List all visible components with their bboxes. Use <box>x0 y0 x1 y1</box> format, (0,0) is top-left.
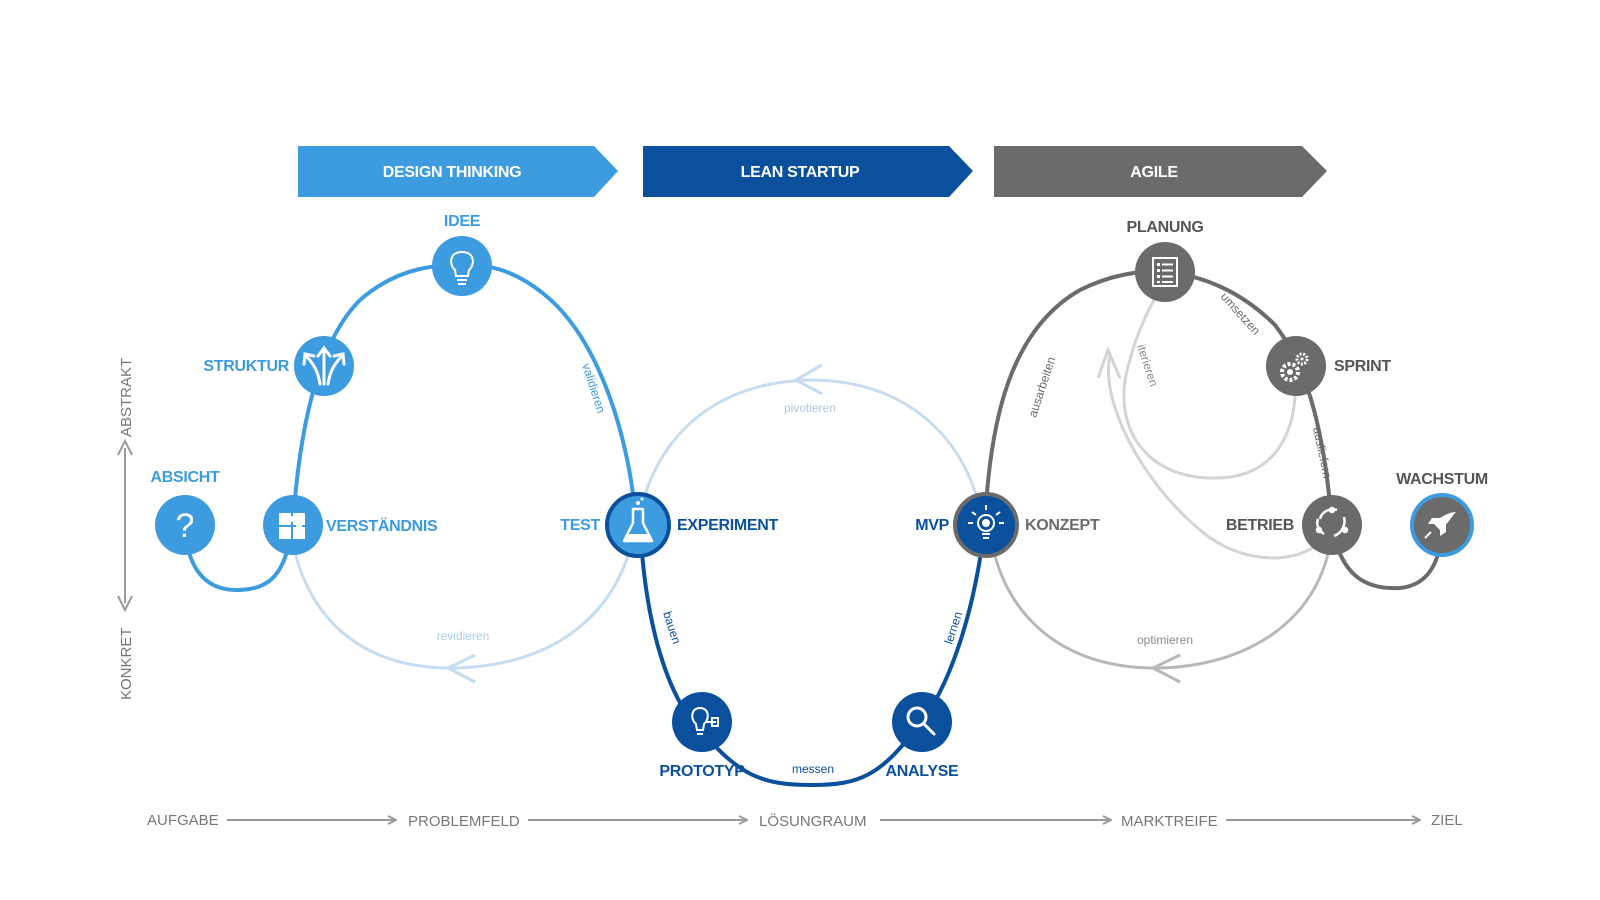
banner-design-thinking: DESIGN THINKING <box>298 146 618 197</box>
edge-ausliefern: ausliefern <box>1310 426 1335 480</box>
node-struktur[interactable]: STRUKTUR <box>203 336 354 396</box>
edge-pivotieren: pivotieren <box>784 401 836 415</box>
edge-messen: messen <box>792 762 834 776</box>
edge-iterieren: iterieren <box>1134 343 1161 389</box>
edge-ausarbeiten: ausarbeiten <box>1026 355 1059 419</box>
bulb-plug-icon <box>691 706 719 735</box>
gears-icon <box>1280 352 1309 382</box>
lightbulb-icon <box>450 250 474 285</box>
lean-startup-loop <box>638 522 987 788</box>
stage-marktreife: MARKTREIFE <box>1121 813 1218 830</box>
banner-design-label: DESIGN THINKING <box>383 164 522 181</box>
iterieren-arrowhead <box>1096 345 1122 379</box>
label-idee: IDEE <box>444 213 481 230</box>
stage-loesungraum: LÖSUNGRAUM <box>759 812 867 830</box>
agile-loop <box>983 269 1444 591</box>
label-experiment: EXPERIMENT <box>677 517 779 534</box>
cycle-icon <box>1315 506 1349 538</box>
design-thinking-loop <box>183 262 638 593</box>
vertical-axis: ABSTRAKT KONKRET <box>117 358 135 700</box>
node-absicht[interactable]: ? ABSICHT <box>150 469 220 555</box>
stage-axis: AUFGABE PROBLEMFELD LÖSUNGRAUM MARKTREIF… <box>147 812 1463 830</box>
node-konzept[interactable]: MVP KONZEPT <box>915 492 1100 558</box>
magnifier-icon <box>906 706 936 736</box>
label-mvp: MVP <box>915 517 949 534</box>
node-experiment[interactable]: TEST EXPERIMENT <box>560 492 779 558</box>
optimieren-arrowhead <box>1149 653 1181 684</box>
edge-revidieren: revidieren <box>437 629 490 643</box>
label-betrieb: BETRIEB <box>1226 517 1294 534</box>
label-wachstum: WACHSTUM <box>1396 471 1488 488</box>
stage-ziel: ZIEL <box>1431 812 1463 829</box>
label-verstaendnis: VERSTÄNDNIS <box>326 517 438 535</box>
stage-aufgabe: AUFGABE <box>147 812 219 829</box>
axis-konkret: KONKRET <box>118 627 135 700</box>
label-planung: PLANUNG <box>1126 219 1203 236</box>
optimieren-loop <box>988 529 1334 670</box>
node-betrieb[interactable]: BETRIEB <box>1226 495 1362 555</box>
axis-abstrakt: ABSTRAKT <box>118 358 135 437</box>
stage-problemfeld: PROBLEMFELD <box>408 813 520 830</box>
node-idee[interactable]: IDEE <box>432 213 492 296</box>
node-prototyp[interactable]: PROTOTYP <box>659 692 746 780</box>
iterieren-loop-inner <box>1122 279 1298 480</box>
diverging-arrows-icon <box>302 345 346 386</box>
puzzle-icon <box>279 513 305 539</box>
node-analyse[interactable]: ANALYSE <box>886 692 960 780</box>
banner-agile-label: AGILE <box>1130 164 1178 181</box>
shining-bulb-icon <box>968 505 1004 539</box>
banner-lean-label: LEAN STARTUP <box>741 164 860 181</box>
label-analyse: ANALYSE <box>886 763 960 780</box>
label-sprint: SPRINT <box>1334 358 1391 375</box>
checklist-icon <box>1152 257 1178 287</box>
node-sprint[interactable]: SPRINT <box>1266 336 1392 396</box>
pivotieren-arrowhead <box>792 363 823 396</box>
edge-bauen: bauen <box>660 610 684 646</box>
label-test: TEST <box>560 517 600 534</box>
banner-lean-startup: LEAN STARTUP <box>643 146 973 197</box>
iterieren-loop-outer <box>1107 354 1337 560</box>
edge-validieren: validieren <box>579 362 608 415</box>
node-verstaendnis[interactable]: VERSTÄNDNIS <box>263 495 438 555</box>
revidieren-loop <box>288 522 638 670</box>
revidieren-arrowhead <box>444 653 476 684</box>
label-prototyp: PROTOTYP <box>659 763 745 780</box>
label-absicht: ABSICHT <box>150 469 220 486</box>
label-konzept: KONZEPT <box>1025 517 1100 534</box>
edge-optimieren: optimieren <box>1137 633 1193 647</box>
question-icon: ? <box>176 507 195 545</box>
rocket-icon <box>1424 512 1456 539</box>
label-struktur: STRUKTUR <box>203 358 289 375</box>
flask-icon <box>622 497 654 543</box>
banner-agile: AGILE <box>994 146 1327 197</box>
node-wachstum[interactable]: WACHSTUM <box>1396 471 1488 557</box>
svg-text:?: ? <box>176 507 195 545</box>
pivotieren-loop <box>638 378 982 513</box>
node-planung[interactable]: PLANUNG <box>1126 219 1204 302</box>
